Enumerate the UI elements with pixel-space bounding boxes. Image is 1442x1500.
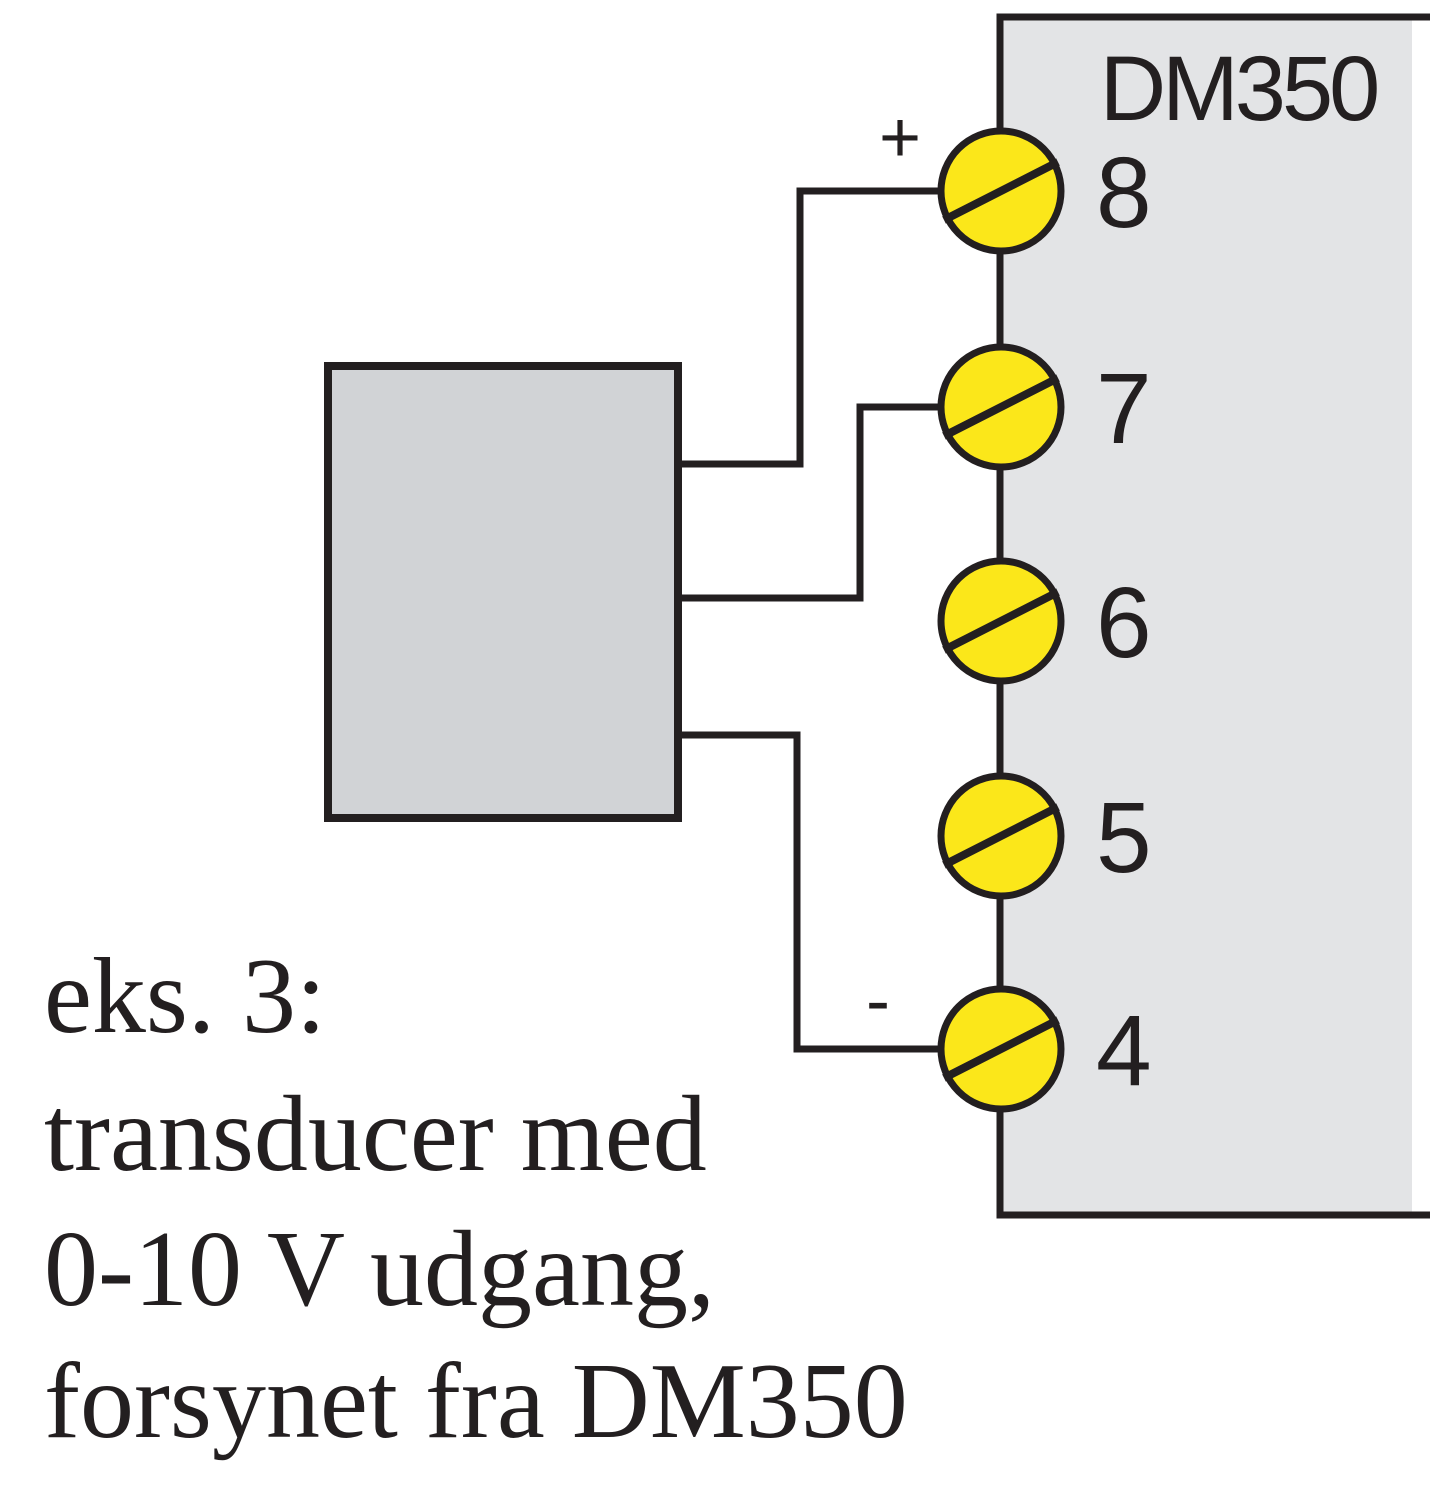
terminal-6: 6	[937, 557, 1152, 685]
terminal-8: 8	[937, 127, 1152, 255]
screw-slot	[942, 803, 1060, 869]
terminal-7: 7	[937, 343, 1152, 471]
screw-slot	[942, 1016, 1060, 1082]
terminal-4: 4	[937, 985, 1152, 1113]
terminal-number: 5	[1096, 782, 1152, 894]
terminal-5: 5	[937, 772, 1152, 900]
wire-plus	[678, 187, 940, 468]
terminal-number: 6	[1096, 567, 1152, 679]
dm350-device: DM350	[996, 13, 1430, 1219]
transducer-box	[324, 362, 682, 822]
caption: eks. 3: transducer med 0-10 V udgang, fo…	[44, 937, 908, 1461]
caption-line-4: forsynet fra DM350	[44, 1342, 908, 1461]
dm350-panel	[1000, 17, 1412, 1215]
plus-sign: +	[879, 98, 921, 178]
caption-line-2: transducer med	[44, 1075, 707, 1194]
wires	[678, 187, 940, 1053]
caption-line-3: 0-10 V udgang,	[44, 1210, 715, 1329]
screw-slot	[942, 588, 1060, 654]
screw-slot	[942, 158, 1060, 224]
dm350-label: DM350	[1100, 38, 1377, 140]
terminal-number: 4	[1096, 995, 1152, 1107]
terminal-number: 8	[1096, 137, 1152, 249]
caption-line-1: eks. 3:	[44, 937, 326, 1056]
wire-minus	[678, 731, 940, 1053]
screw-slot	[942, 374, 1060, 440]
minus-sign: -	[866, 961, 890, 1041]
terminal-number: 7	[1096, 353, 1152, 465]
wire-signal	[678, 403, 940, 602]
